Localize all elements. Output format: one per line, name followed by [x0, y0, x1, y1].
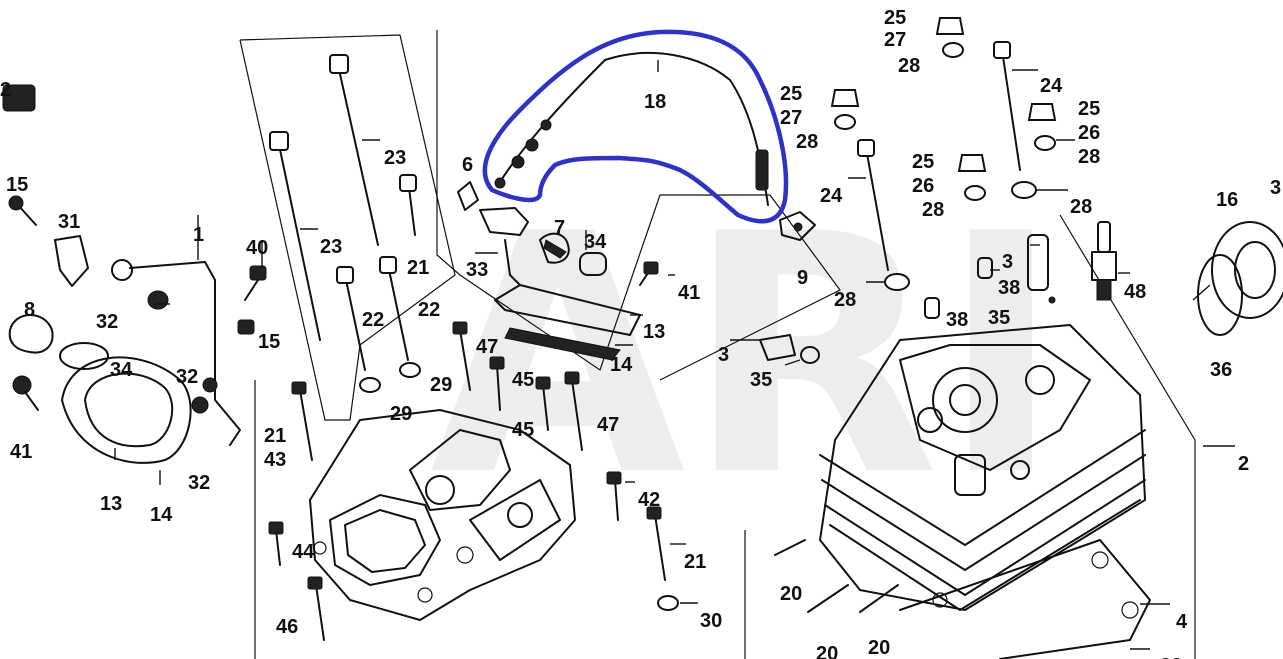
- callout-label: 45: [512, 369, 534, 391]
- medium-bolts: [268, 261, 666, 641]
- callout-label: 42: [638, 489, 660, 511]
- breather-parts: [457, 181, 607, 286]
- callout-label: 13: [100, 493, 122, 515]
- callout-label: 6: [462, 154, 473, 176]
- callout-label: 14: [150, 504, 173, 526]
- cylinder-gasket: [899, 539, 1151, 659]
- spark-plug: [1091, 221, 1117, 301]
- callout-label: 14: [610, 354, 633, 376]
- valve-cover-plate: [494, 284, 641, 361]
- intake-insulator: [1197, 221, 1283, 336]
- callout-label: 1: [193, 224, 204, 246]
- leader-lines: [114, 60, 1235, 650]
- callout-label: 15: [6, 174, 28, 196]
- callout-label: 2: [0, 79, 11, 101]
- callout-label: 41: [678, 282, 700, 304]
- callout-label: 25: [884, 7, 906, 29]
- callout-label: 32: [188, 472, 210, 494]
- callout-label: 30: [700, 610, 722, 632]
- callout-label: 38: [998, 277, 1020, 299]
- callout-label: 48: [1124, 281, 1146, 303]
- callout-label: 29: [430, 374, 452, 396]
- callout-label: 28: [1078, 146, 1100, 168]
- cable-bracket: [779, 211, 816, 241]
- frame-left-bolts: [239, 34, 456, 421]
- callout-label: 22: [418, 299, 440, 321]
- callout-label: 36: [1210, 359, 1232, 381]
- callout-label: 24: [1040, 75, 1063, 97]
- frame-rocker-cover: [436, 30, 841, 381]
- callout-label: 8: [24, 299, 35, 321]
- dowel-pins: [924, 234, 1049, 319]
- watermark: ARI: [430, 164, 1062, 548]
- callout-label: 28: [922, 199, 944, 221]
- callout-label: 20: [816, 643, 838, 659]
- callout-label: 34: [110, 359, 133, 381]
- callout-label: 46: [276, 616, 298, 638]
- callout-label: 15: [258, 331, 280, 353]
- callout-label: 25: [912, 151, 934, 173]
- callout-label: 4: [1176, 611, 1188, 633]
- callout-label: 41: [10, 441, 32, 463]
- callout-label: 40: [246, 237, 268, 259]
- callout-label: 35: [988, 307, 1010, 329]
- callout-label: 44: [292, 541, 315, 563]
- callout-label: 2: [1238, 453, 1249, 475]
- callout-label: 21: [264, 425, 286, 447]
- callout-label: 35: [750, 369, 772, 391]
- callout-label: 45: [512, 419, 534, 441]
- callout-label: 26: [1078, 122, 1100, 144]
- callout-label: 7: [554, 217, 565, 239]
- callout-label: 3: [1002, 251, 1013, 273]
- callout-label: 9: [797, 267, 808, 289]
- callout-label: 28: [1070, 196, 1092, 218]
- callout-label: 22: [362, 309, 384, 331]
- callout-label: 47: [476, 336, 498, 358]
- callout-label: 32: [176, 366, 198, 388]
- callout-label: 43: [264, 449, 286, 471]
- oil-drain-bolt: [759, 334, 820, 364]
- callout-label: 24: [820, 185, 843, 207]
- cylinder-head-rear: [309, 409, 576, 621]
- highlight-outline: [482, 29, 789, 224]
- callout-label: 21: [407, 257, 429, 279]
- callout-label: 33: [466, 259, 488, 281]
- callout-label: 29: [390, 403, 412, 425]
- callout-label: 27: [780, 107, 802, 129]
- studs-20: [774, 539, 899, 613]
- callout-label: 25: [780, 83, 802, 105]
- callout-label: 28: [898, 55, 920, 77]
- callout-label: 13: [643, 321, 665, 343]
- callout-label: 38: [946, 309, 968, 331]
- callout-label: 25: [1078, 98, 1100, 120]
- callout-label: 34: [584, 231, 607, 253]
- washers-and-nuts: [359, 17, 1057, 611]
- callout-label: 28: [796, 131, 818, 153]
- callout-label: 21: [684, 551, 706, 573]
- callout-label: 3: [1270, 177, 1281, 199]
- callout-label: 20: [780, 583, 802, 605]
- callout-label: 26: [912, 175, 934, 197]
- callout-label: 39: [1160, 655, 1182, 659]
- callout-label: 28: [834, 289, 856, 311]
- callout-label: 47: [597, 414, 619, 436]
- callout-label: 27: [884, 29, 906, 51]
- callout-label: 20: [868, 637, 890, 659]
- callout-label: 18: [644, 91, 666, 113]
- callout-label: 32: [96, 311, 118, 333]
- cable-18: [494, 51, 769, 206]
- long-bolts: [269, 41, 1021, 371]
- callout-label: 23: [384, 147, 406, 169]
- callout-label: 3: [718, 344, 729, 366]
- cylinder-head: [819, 324, 1146, 611]
- left-parts: [2, 84, 267, 464]
- callout-label: 31: [58, 211, 80, 233]
- callout-label: 23: [320, 236, 342, 258]
- callout-label: 16: [1216, 189, 1238, 211]
